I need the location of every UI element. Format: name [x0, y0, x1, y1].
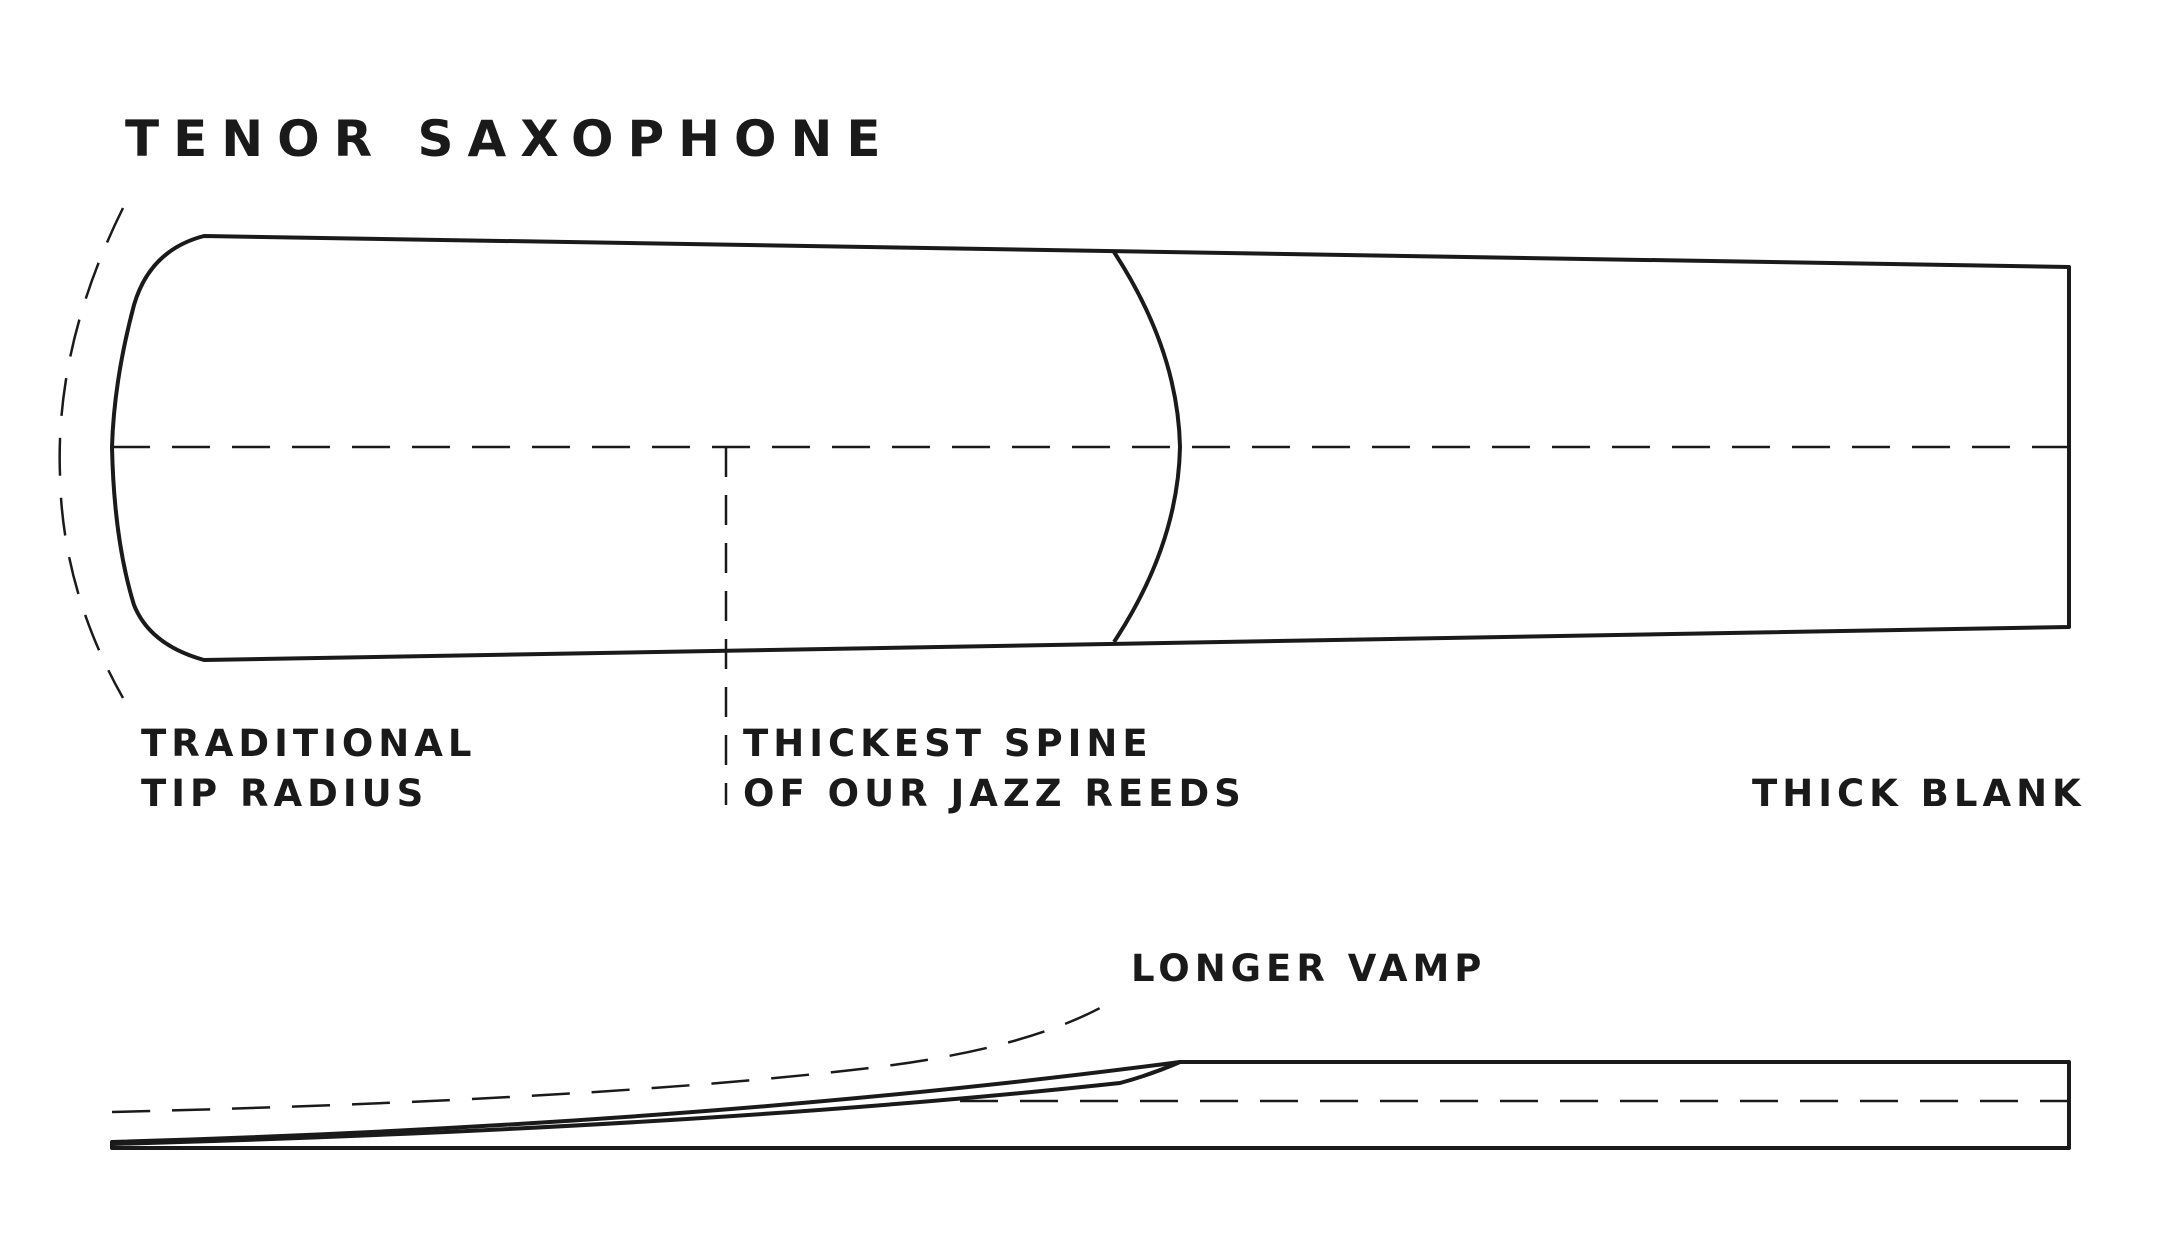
tip-radius-label-line-2: TIP RADIUS: [141, 772, 429, 815]
spine-label-line-1: THICKEST SPINE: [743, 722, 1153, 765]
reed-side-view: [110, 1006, 2071, 1150]
vamp-inner-curve: [111, 1060, 1181, 1146]
reed-side-outline: [110, 1060, 2071, 1150]
reed-top-view: [58, 207, 2071, 805]
diagram-title: TENOR SAXOPHONE: [125, 110, 895, 168]
vamp-comparison-curve: [111, 1006, 1101, 1114]
tip-radius-label: TRADITIONAL TIP RADIUS: [141, 719, 476, 819]
tip-radius-label-line-1: TRADITIONAL: [141, 722, 477, 765]
longer-vamp-label: LONGER VAMP: [1131, 944, 1486, 994]
thick-blank-label: THICK BLANK: [1752, 769, 2086, 819]
longer-vamp-label-text: LONGER VAMP: [1131, 947, 1487, 990]
spine-label-line-2: OF OUR JAZZ REEDS: [743, 772, 1246, 815]
vamp-cut-line: [1112, 250, 1182, 644]
tip-radius-arc: [58, 207, 125, 699]
thick-blank-label-text: THICK BLANK: [1752, 772, 2086, 815]
spine-label: THICKEST SPINE OF OUR JAZZ REEDS: [743, 719, 1246, 819]
